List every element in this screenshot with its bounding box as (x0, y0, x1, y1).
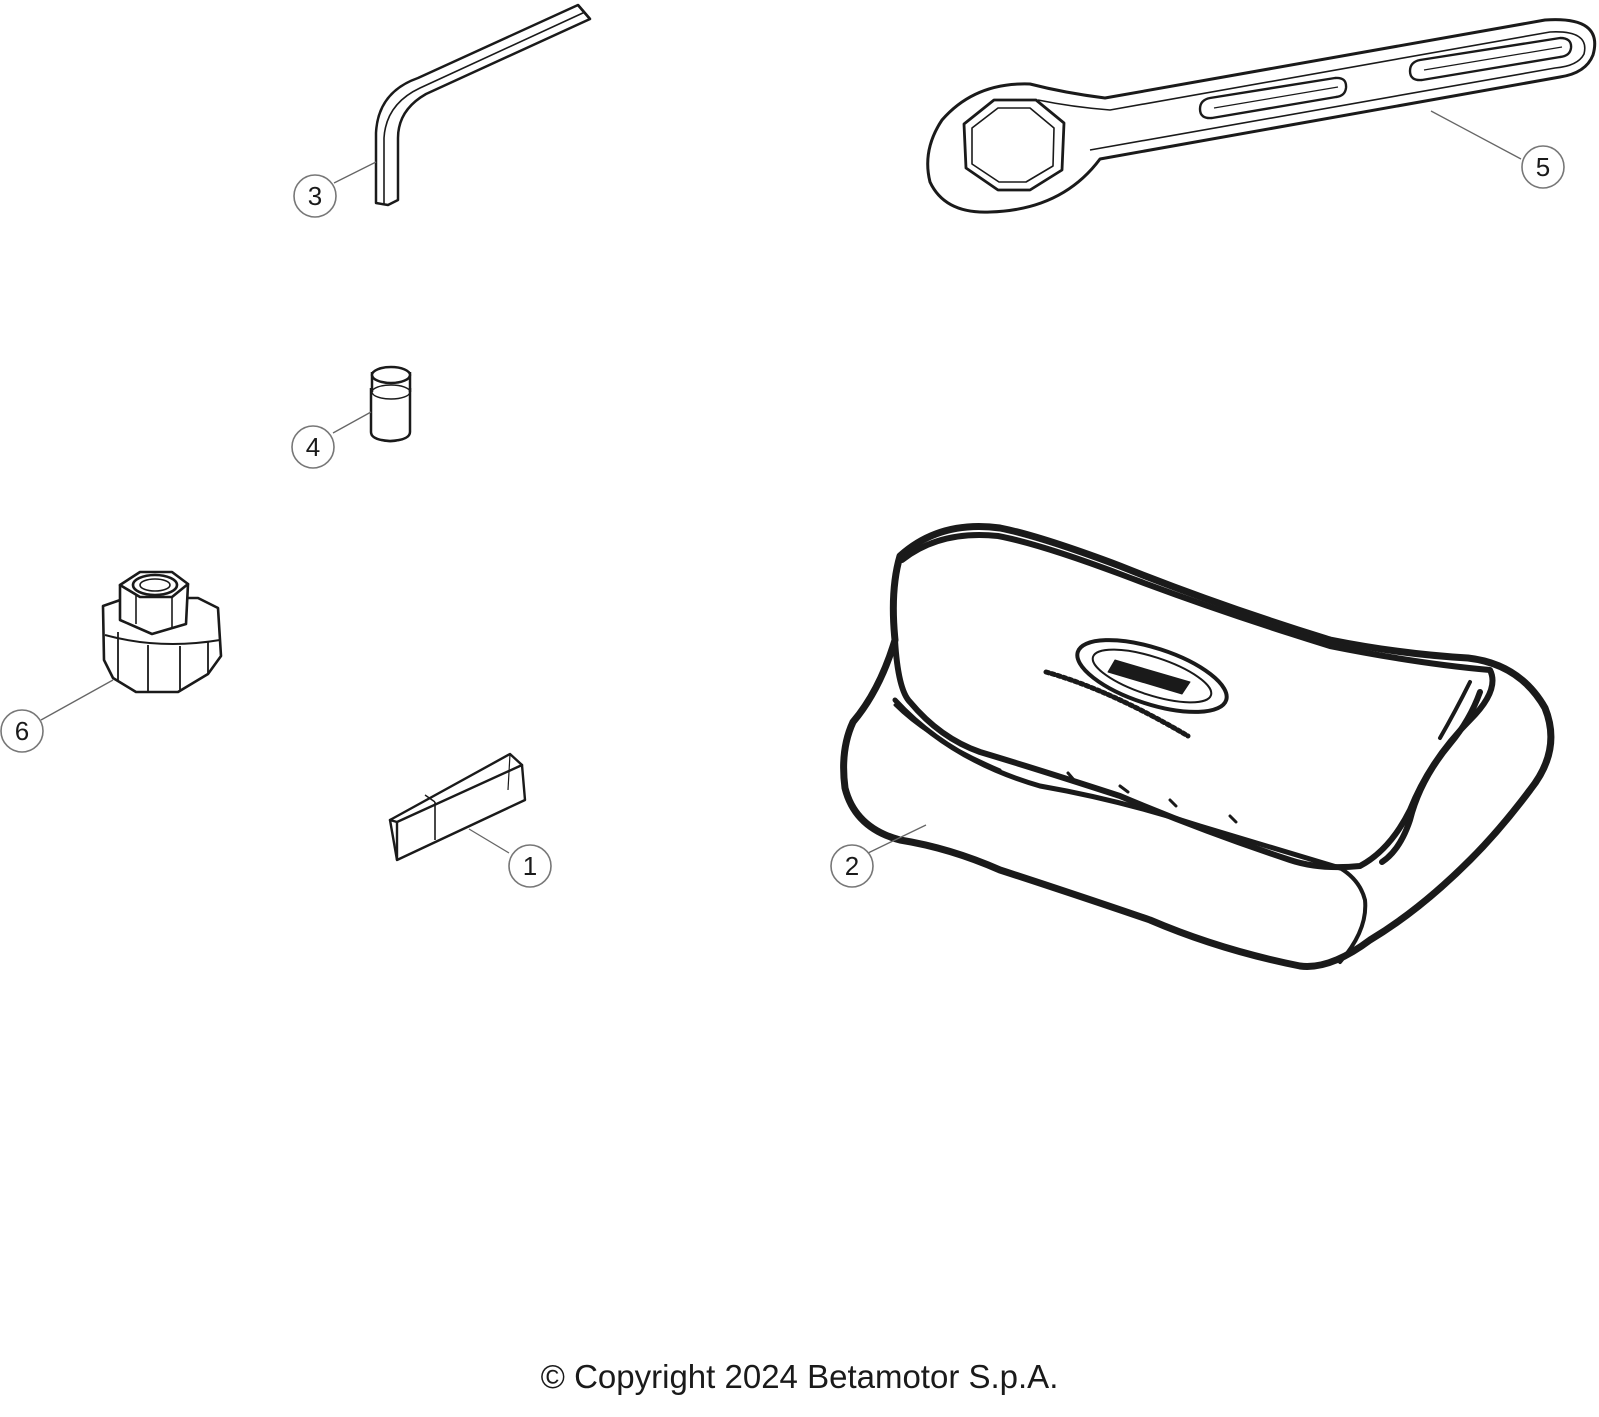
callout-1: 1 (508, 844, 552, 888)
leader-line-5 (1430, 110, 1522, 160)
svg-text:4: 4 (306, 432, 320, 462)
svg-text:1: 1 (523, 851, 537, 881)
ring-spanner-drawing (926, 18, 1597, 214)
nut-adapter-drawing (101, 570, 223, 694)
svg-text:3: 3 (308, 181, 322, 211)
svg-text:6: 6 (15, 716, 29, 746)
svg-text:2: 2 (845, 851, 859, 881)
tool-bag-drawing (840, 523, 1555, 970)
svg-text:5: 5 (1536, 152, 1550, 182)
hex-key-drawing (374, 3, 592, 207)
bag-logo-mark (1043, 638, 1229, 739)
key-drawing (388, 752, 527, 862)
copyright-notice: © Copyright 2024 Betamotor S.p.A. (540, 1358, 1059, 1395)
callout-3: 3 (293, 174, 337, 218)
callout-2: 2 (830, 844, 874, 888)
leader-line-1 (468, 828, 510, 854)
leader-lines (40, 110, 1522, 855)
leader-line-6 (40, 679, 114, 721)
callout-5: 5 (1521, 145, 1565, 189)
pin-drawing (369, 365, 412, 443)
leader-line-3 (333, 161, 377, 184)
leader-line-2 (865, 824, 927, 855)
callout-6: 6 (0, 709, 44, 753)
leader-line-4 (332, 411, 372, 434)
callout-4: 4 (291, 425, 335, 469)
